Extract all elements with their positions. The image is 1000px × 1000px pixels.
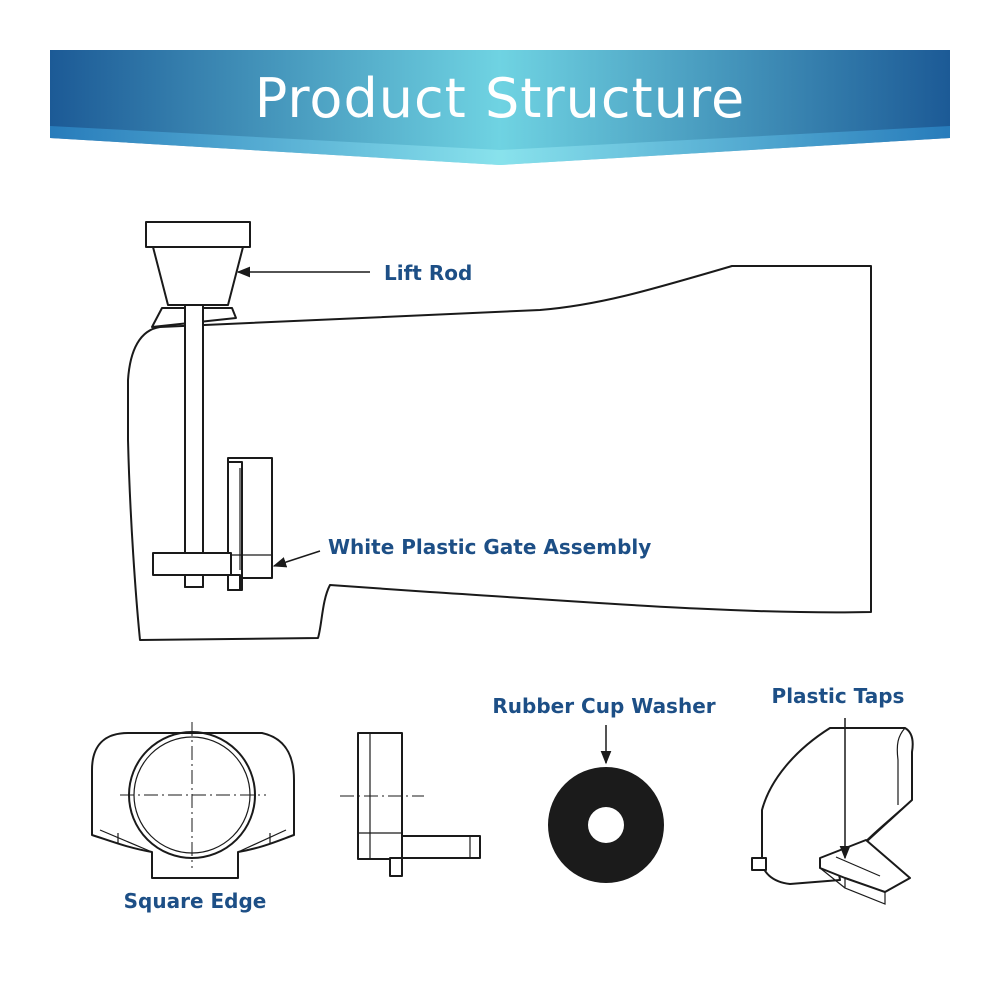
square-edge-label: Square Edge xyxy=(124,889,267,913)
plastic-taps-label: Plastic Taps xyxy=(772,684,905,708)
lift-knob-funnel xyxy=(152,246,244,306)
gate-assembly-label: White Plastic Gate Assembly xyxy=(328,535,651,559)
tub-spout-drawing xyxy=(127,221,872,641)
square-edge-fitting xyxy=(91,722,295,879)
header-banner: Product Structure xyxy=(50,50,950,165)
lift-knob-top xyxy=(145,221,251,248)
page-title: Product Structure xyxy=(255,67,745,130)
gate-assembly-arrow xyxy=(272,550,321,568)
rubber-washer-label: Rubber Cup Washer xyxy=(492,694,715,718)
lift-rod-label: Lift Rod xyxy=(384,261,472,285)
gate-side-view xyxy=(340,732,481,877)
spout-body-outline xyxy=(127,265,872,641)
lift-rod xyxy=(184,304,204,588)
gate-foot-left xyxy=(184,574,204,588)
gate-foot-right xyxy=(227,574,241,591)
plastic-taps-drawing xyxy=(751,718,914,905)
gate-stem xyxy=(152,552,232,576)
rubber-washer xyxy=(548,767,664,883)
